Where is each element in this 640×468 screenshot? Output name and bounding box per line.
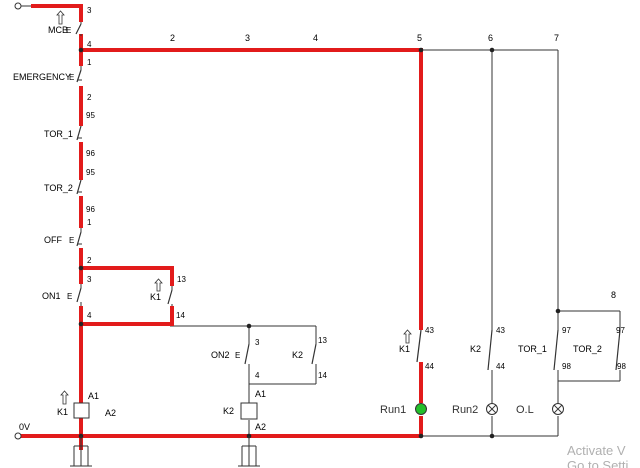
ground-symbol-k1 — [70, 436, 92, 467]
svg-text:E: E — [235, 351, 240, 360]
svg-text:2: 2 — [87, 93, 92, 102]
svg-text:2: 2 — [87, 256, 92, 265]
tor1-ol-label: TOR_1 — [518, 344, 547, 354]
k2-coil-label: K2 — [223, 406, 234, 416]
svg-text:98: 98 — [617, 362, 626, 371]
k1-run-contact: K1 43 44 — [399, 326, 434, 371]
k2-coil: K2 A1 A2 — [223, 389, 266, 432]
tor2-ol-contact: TOR_2 97 98 — [573, 326, 626, 371]
k1-run-label: K1 — [399, 344, 410, 354]
wire-number-6: 6 — [488, 33, 493, 43]
supply-terminal-top — [14, 2, 22, 10]
wire-number-5: 5 — [417, 33, 422, 43]
svg-text:14: 14 — [176, 311, 185, 320]
svg-text:3: 3 — [87, 275, 92, 284]
svg-text:Activate V: Activate V — [567, 443, 626, 458]
svg-text:98: 98 — [562, 362, 571, 371]
svg-text:1: 1 — [87, 218, 92, 227]
run1-lamp: Run1 — [380, 403, 427, 416]
emergency-label: EMERGENCY — [13, 72, 71, 82]
svg-text:E: E — [67, 292, 72, 301]
svg-text:95: 95 — [86, 168, 95, 177]
svg-text:96: 96 — [86, 149, 95, 158]
svg-text:3: 3 — [255, 338, 260, 347]
off-label: OFF — [44, 235, 62, 245]
tor1-label: TOR_1 — [44, 129, 73, 139]
svg-text:Go to Setti: Go to Setti — [567, 458, 629, 468]
supply-terminal-0v: 0V — [14, 422, 30, 440]
thin-wires — [20, 5, 621, 437]
svg-text:E: E — [69, 236, 74, 245]
ol-lamp: O.L — [516, 403, 564, 416]
ol-label: O.L — [516, 404, 534, 416]
svg-text:13: 13 — [318, 336, 327, 345]
tor1-ol-contact: TOR_1 97 98 — [518, 326, 571, 371]
on1-button[interactable]: ON1 E 3 4 — [42, 275, 92, 320]
svg-text:95: 95 — [86, 111, 95, 120]
run2-lamp: Run2 — [452, 403, 498, 416]
svg-text:96: 96 — [86, 205, 95, 214]
emergency-stop[interactable]: EMERGENCY E 1 2 — [13, 58, 92, 102]
wire-number-3: 3 — [245, 33, 250, 43]
svg-text:13: 13 — [177, 275, 186, 284]
svg-text:A2: A2 — [255, 422, 266, 432]
svg-text:44: 44 — [425, 362, 434, 371]
tor2-ol-label: TOR_2 — [573, 344, 602, 354]
activation-watermark: Activate V Go to Setti — [567, 443, 629, 468]
svg-text:43: 43 — [496, 326, 505, 335]
svg-text:1: 1 — [87, 58, 92, 67]
tor2-label: TOR_2 — [44, 183, 73, 193]
svg-text:97: 97 — [616, 326, 625, 335]
k2-run-contact: K2 43 44 — [470, 326, 505, 371]
wire-number-4: 4 — [313, 33, 318, 43]
run1-label: Run1 — [380, 404, 406, 416]
off-button[interactable]: OFF E 1 2 — [44, 218, 92, 265]
wire-number-2: 2 — [170, 33, 175, 43]
on1-label: ON1 — [42, 291, 61, 301]
k2-run-label: K2 — [470, 344, 481, 354]
tor1-nc-contact: TOR_1 95 96 — [44, 111, 95, 158]
on2-label: ON2 — [211, 350, 230, 360]
svg-text:97: 97 — [562, 326, 571, 335]
wire-number-7: 7 — [554, 33, 559, 43]
svg-text:43: 43 — [425, 326, 434, 335]
run2-label: Run2 — [452, 404, 478, 416]
svg-text:E: E — [66, 26, 71, 35]
svg-text:14: 14 — [318, 371, 327, 380]
tor2-nc-contact: TOR_2 95 96 — [44, 168, 95, 214]
on2-button[interactable]: ON2 E 3 4 — [211, 338, 260, 380]
mcb-switch[interactable]: MCB E 3 4 — [48, 6, 92, 49]
k1-coil: K1 A1 A2 — [57, 390, 116, 419]
wire-numbers: 2 3 4 5 6 7 8 — [170, 33, 616, 300]
svg-text:44: 44 — [496, 362, 505, 371]
k1-holding-contact: K1 13 14 — [150, 275, 186, 320]
supply-0v-label: 0V — [19, 422, 30, 432]
k1-coil-label: K1 — [57, 407, 68, 417]
svg-text:A1: A1 — [255, 389, 266, 399]
svg-text:4: 4 — [87, 40, 92, 49]
k2-holding-contact: K2 13 14 — [292, 336, 327, 380]
svg-text:A2: A2 — [105, 408, 116, 418]
energized-wires — [20, 4, 423, 450]
svg-text:4: 4 — [87, 311, 92, 320]
svg-text:3: 3 — [87, 6, 92, 15]
k2-hold-label: K2 — [292, 350, 303, 360]
svg-text:A1: A1 — [88, 391, 99, 401]
mcb-label: MCB — [48, 25, 68, 35]
svg-text:E: E — [69, 73, 74, 82]
wire-number-8: 8 — [611, 290, 616, 300]
ground-symbol-k2 — [238, 436, 260, 467]
svg-text:4: 4 — [255, 371, 260, 380]
k1-hold-label: K1 — [150, 292, 161, 302]
